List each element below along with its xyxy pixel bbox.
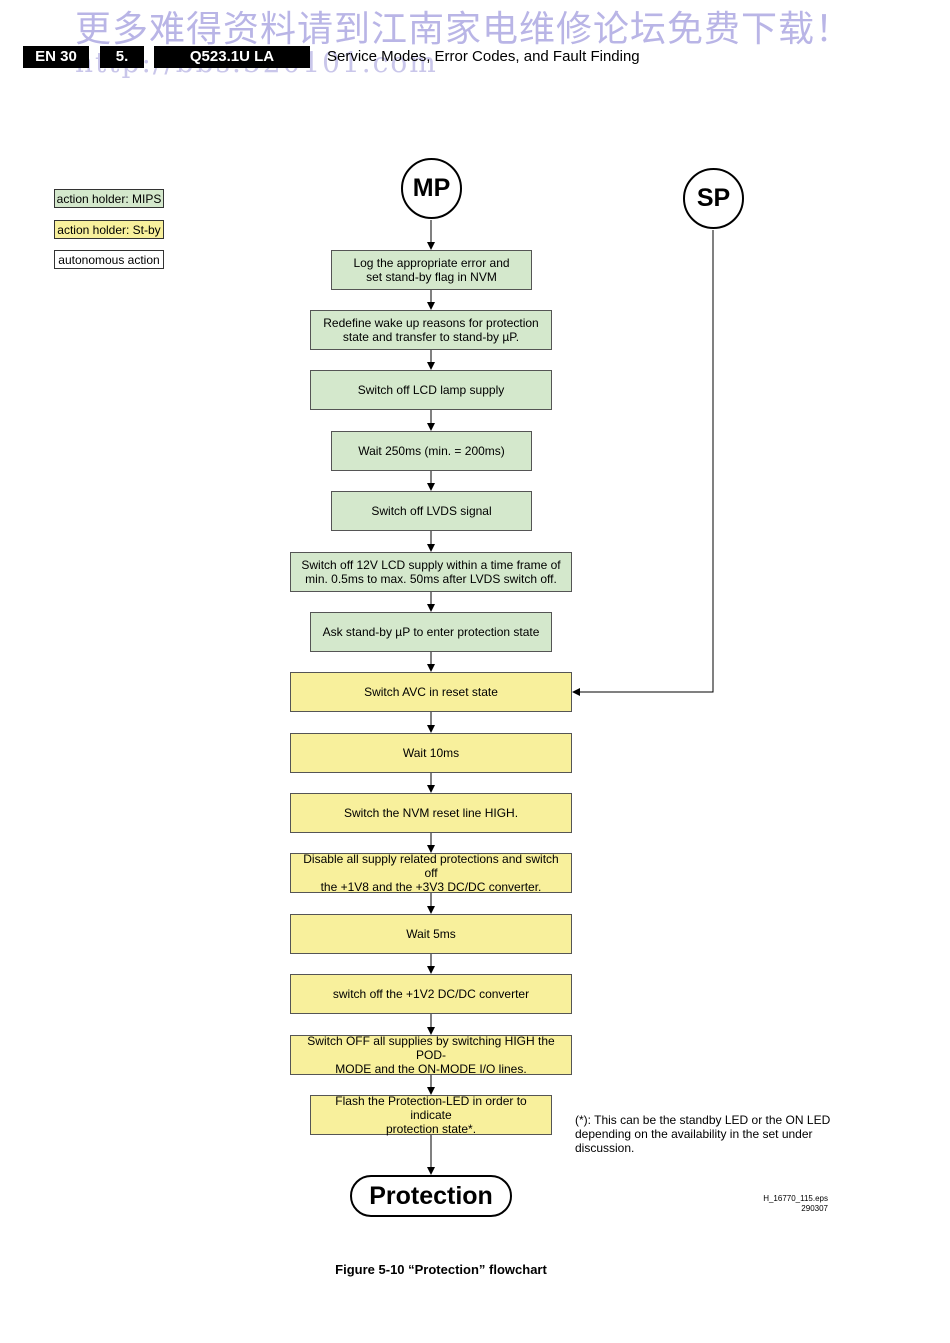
file-name: H_16770_115.eps (763, 1194, 828, 1203)
file-id: H_16770_115.eps 290307 (700, 1194, 828, 1214)
step-lvds-off: Switch off LVDS signal (331, 491, 532, 531)
page-title: Service Modes, Error Codes, and Fault Fi… (327, 48, 640, 65)
step-redefine-wakeup: Redefine wake up reasons for protection … (310, 310, 552, 350)
page-ref-badge: EN 30 (23, 46, 89, 68)
section-badge: 5. (100, 46, 144, 68)
figure-caption: Figure 5-10 “Protection” flowchart (335, 1262, 547, 1277)
step-12v-supply-off: Switch off 12V LCD supply within a time … (290, 552, 572, 592)
step-log-error: Log the appropriate error and set stand-… (331, 250, 532, 290)
step-lamp-supply-off: Switch off LCD lamp supply (310, 370, 552, 410)
legend-autonomous: autonomous action (54, 250, 164, 269)
step-disable-protections: Disable all supply related protections a… (290, 852, 572, 894)
step-all-supplies-off: Switch OFF all supplies by switching HIG… (290, 1034, 572, 1076)
step-flash-led: Flash the Protection-LED in order to ind… (310, 1094, 552, 1136)
legend-stby: action holder: St-by (54, 220, 164, 239)
model-badge: Q523.1U LA (154, 46, 310, 68)
legend-mips: action holder: MIPS (54, 189, 164, 208)
step-wait-5ms: Wait 5ms (290, 914, 572, 954)
step-wait-250ms: Wait 250ms (min. = 200ms) (331, 431, 532, 471)
start-node-sp: SP (683, 168, 744, 229)
step-avc-reset: Switch AVC in reset state (290, 672, 572, 712)
step-wait-10ms: Wait 10ms (290, 733, 572, 773)
footnote: (*): This can be the standby LED or the … (575, 1113, 831, 1155)
start-node-mp: MP (401, 158, 462, 219)
file-date: 290307 (801, 1204, 828, 1213)
step-1v2-off: switch off the +1V2 DC/DC converter (290, 974, 572, 1014)
watermark-chinese: 更多难得资料请到江南家电维修论坛免费下载！ (75, 9, 853, 50)
arrow-sp-to-step8 (572, 230, 714, 696)
step-ask-standby: Ask stand-by µP to enter protection stat… (310, 612, 552, 652)
end-node-protection: Protection (350, 1175, 512, 1217)
step-nvm-reset-high: Switch the NVM reset line HIGH. (290, 793, 572, 833)
